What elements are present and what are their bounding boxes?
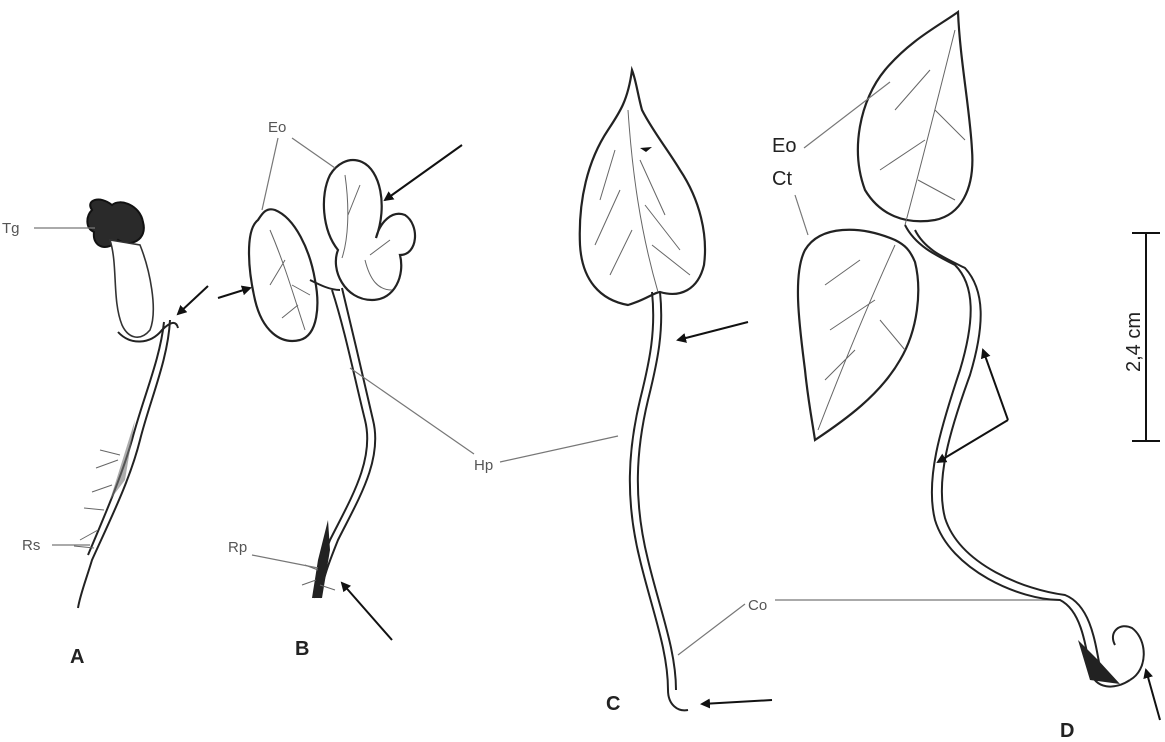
leaf-b-right bbox=[324, 160, 415, 300]
label-co: Co bbox=[748, 597, 767, 614]
label-rs: Rs bbox=[22, 537, 40, 554]
stem-d-inner bbox=[915, 230, 1100, 668]
arrow-b-top bbox=[385, 145, 462, 200]
seedling-b bbox=[218, 145, 462, 640]
leader-hp-b bbox=[350, 368, 474, 454]
arrow-a bbox=[178, 286, 208, 314]
leaf-c bbox=[580, 70, 705, 305]
label-eo-b: Eo bbox=[268, 119, 286, 136]
seedling-c bbox=[580, 70, 772, 710]
root-curl-d bbox=[1113, 626, 1144, 680]
leader-rp bbox=[252, 555, 318, 568]
scale-label: 2,4 cm bbox=[1123, 312, 1145, 372]
arrow-d-up bbox=[983, 350, 1008, 420]
label-eo-d: Eo bbox=[772, 135, 796, 157]
arrow-c-top bbox=[678, 322, 748, 340]
label-rp: Rp bbox=[228, 539, 247, 556]
panel-label-c: C bbox=[606, 693, 620, 715]
seed-coat bbox=[87, 200, 143, 247]
folded-leaf bbox=[110, 240, 153, 337]
label-tg: Tg bbox=[2, 220, 20, 237]
arrow-b-left bbox=[218, 288, 250, 298]
root-a-inner bbox=[88, 322, 164, 555]
root-d-dark bbox=[1078, 640, 1120, 684]
leaf-d-upper bbox=[858, 12, 972, 221]
leader-ct bbox=[795, 195, 808, 235]
arrow-b-bottom bbox=[342, 583, 392, 640]
stem-c bbox=[630, 292, 668, 690]
panel-label-a: A bbox=[70, 646, 84, 668]
label-hp: Hp bbox=[474, 457, 493, 474]
root-hook-c bbox=[668, 690, 688, 710]
stem-d bbox=[905, 225, 1130, 687]
leader-eo-b-2 bbox=[292, 138, 335, 168]
arrow-c-bottom bbox=[702, 700, 772, 704]
panel-label-d: D bbox=[1060, 720, 1074, 742]
root-b-dark bbox=[312, 520, 330, 598]
seedling-d bbox=[798, 12, 1160, 720]
leader-co-c bbox=[678, 604, 745, 655]
panel-label-b: B bbox=[295, 638, 309, 660]
label-ct: Ct bbox=[772, 168, 792, 190]
arrow-d-root bbox=[1146, 670, 1160, 720]
stem-c-inner bbox=[638, 292, 676, 690]
root-shade bbox=[110, 420, 135, 500]
leaf-b-left bbox=[249, 209, 317, 341]
leader-hp-c bbox=[500, 436, 618, 462]
seedling-a bbox=[74, 200, 208, 608]
leader-eo-b-1 bbox=[262, 138, 278, 210]
